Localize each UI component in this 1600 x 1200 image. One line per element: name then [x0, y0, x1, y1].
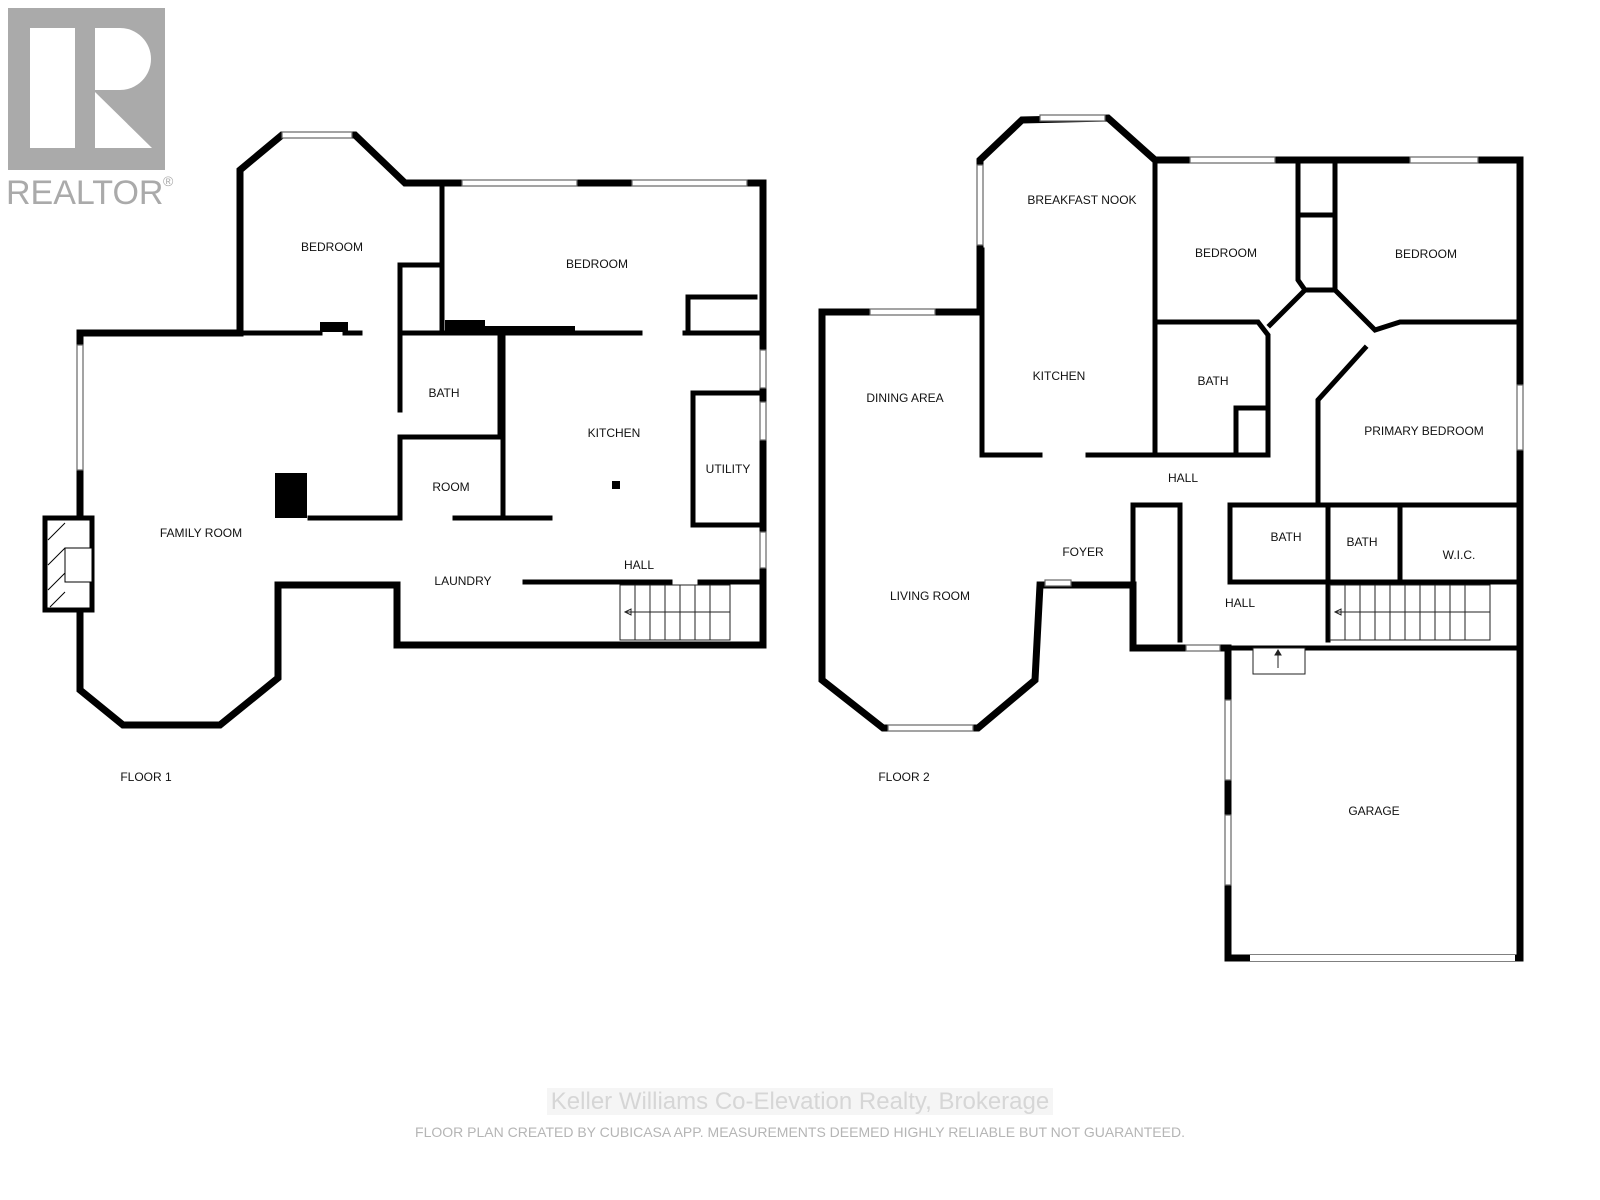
room-label: BEDROOM — [566, 257, 628, 271]
watermark-text: Keller Williams Co-Elevation Realty, Bro… — [546, 1088, 1054, 1115]
room-label: KITCHEN — [588, 426, 641, 440]
room-label: BREAKFAST NOOK — [1027, 193, 1136, 207]
room-label: BEDROOM — [1195, 246, 1257, 260]
realtor-logo: REALTOR ® — [6, 8, 174, 212]
room-label: FOYER — [1062, 545, 1104, 559]
room-label: BEDROOM — [1395, 247, 1457, 261]
floor-2-room-labels: BREAKFAST NOOK BEDROOM BEDROOM KITCHEN B… — [866, 193, 1483, 818]
room-label: BATH — [1270, 530, 1301, 544]
floor-2-plan: BREAKFAST NOOK BEDROOM BEDROOM KITCHEN B… — [818, 114, 1524, 962]
room-label: LAUNDRY — [434, 574, 491, 588]
room-label: UTILITY — [706, 462, 751, 476]
room-label: HALL — [1168, 471, 1198, 485]
floor-1-plan: BEDROOM BEDROOM BATH KITCHEN FAMILY ROOM… — [42, 131, 767, 784]
stairs-icon — [1329, 584, 1491, 641]
floor-1-room-labels: BEDROOM BEDROOM BATH KITCHEN FAMILY ROOM… — [160, 240, 750, 588]
floor-1-title: FLOOR 1 — [120, 770, 172, 784]
room-label: PRIMARY BEDROOM — [1364, 424, 1484, 438]
room-label: GARAGE — [1348, 804, 1399, 818]
room-label: BEDROOM — [301, 240, 363, 254]
registered-mark: ® — [163, 173, 174, 189]
room-label: FAMILY ROOM — [160, 526, 242, 540]
room-label: LIVING ROOM — [890, 589, 970, 603]
stairs-icon — [619, 584, 731, 641]
disclaimer: FLOOR PLAN CREATED BY CUBICASA APP. MEAS… — [415, 1124, 1185, 1140]
room-label: DINING AREA — [866, 391, 943, 405]
room-label: BATH — [428, 386, 459, 400]
room-label: BATH — [1197, 374, 1228, 388]
floor-2-title: FLOOR 2 — [878, 770, 930, 784]
room-label: HALL — [624, 558, 654, 572]
room-label: ROOM — [432, 480, 469, 494]
realtor-logo-text: REALTOR — [6, 174, 163, 212]
room-label: HALL — [1225, 596, 1255, 610]
room-label: BATH — [1346, 535, 1377, 549]
room-label: W.I.C. — [1443, 548, 1476, 562]
watermark: Keller Williams Co-Elevation Realty, Bro… — [0, 1088, 1600, 1116]
room-label: KITCHEN — [1033, 369, 1086, 383]
